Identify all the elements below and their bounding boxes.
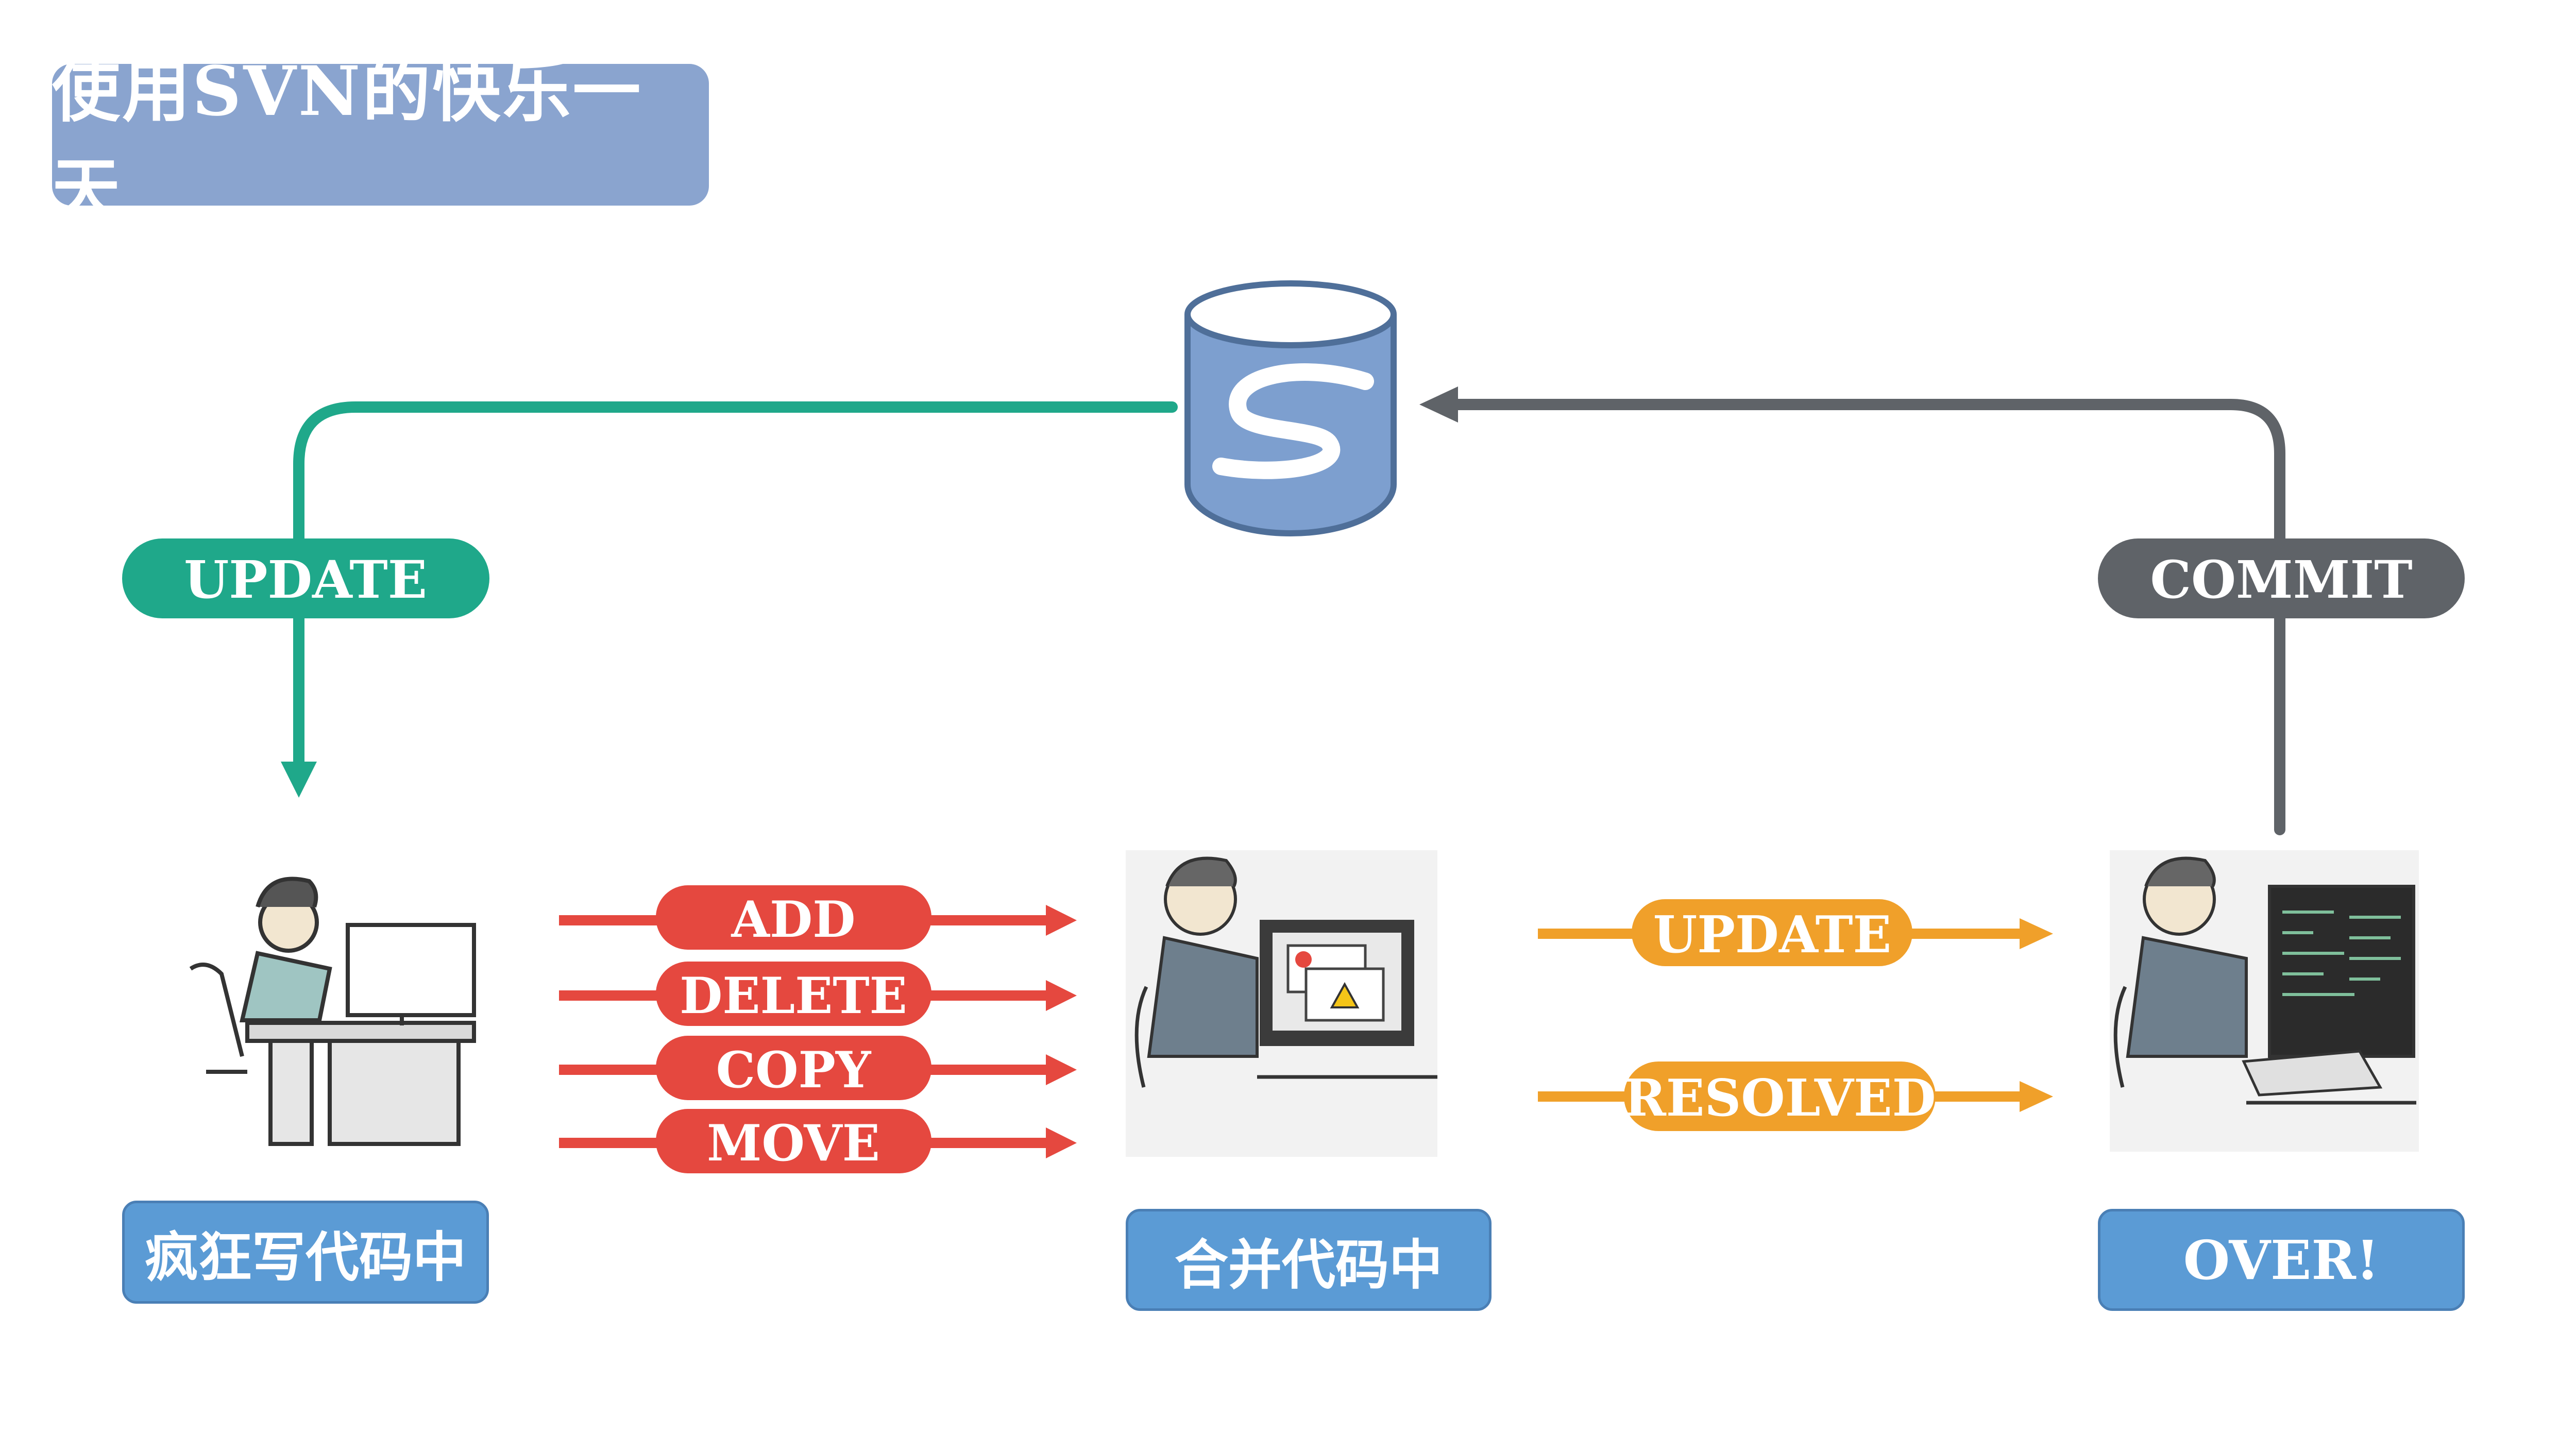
- op-delete-label: DELETE: [680, 967, 907, 1025]
- edit-op-pills: ADD DELETE COPY MOVE: [656, 885, 931, 1173]
- merge-op-pills: UPDATE RESOLVED: [1624, 899, 1936, 1131]
- stage-label-done: OVER!: [2098, 1209, 2465, 1311]
- op-resolved-label: RESOLVED: [1624, 1069, 1936, 1128]
- svn-logo-icon: [1212, 363, 1374, 479]
- op-add-label: ADD: [731, 890, 856, 949]
- update-pill: UPDATE: [122, 538, 489, 618]
- commit-pill-label: COMMIT: [2150, 549, 2412, 610]
- commit-connector: [1452, 399, 2285, 835]
- update-arrowhead: [281, 762, 317, 798]
- stage-label-merging: 合并代码中: [1126, 1209, 1492, 1311]
- svn-database-icon: [1184, 280, 1397, 536]
- coder-merging-illustration: [1126, 850, 1437, 1157]
- op-move-label: MOVE: [707, 1114, 880, 1172]
- op-update-label: UPDATE: [1653, 905, 1891, 965]
- page-title: 使用SVN的快乐一天: [52, 52, 709, 230]
- commit-arrowhead: [1419, 386, 1458, 423]
- commit-pill: COMMIT: [2098, 538, 2465, 618]
- op-copy-label: COPY: [716, 1041, 872, 1099]
- stage-label-coding: 疯狂写代码中: [122, 1201, 489, 1304]
- update-connector: [293, 401, 1178, 768]
- update-pill-label: UPDATE: [184, 549, 427, 610]
- coder-writing-illustration: [189, 877, 476, 1146]
- coder-done-illustration: [2110, 850, 2419, 1152]
